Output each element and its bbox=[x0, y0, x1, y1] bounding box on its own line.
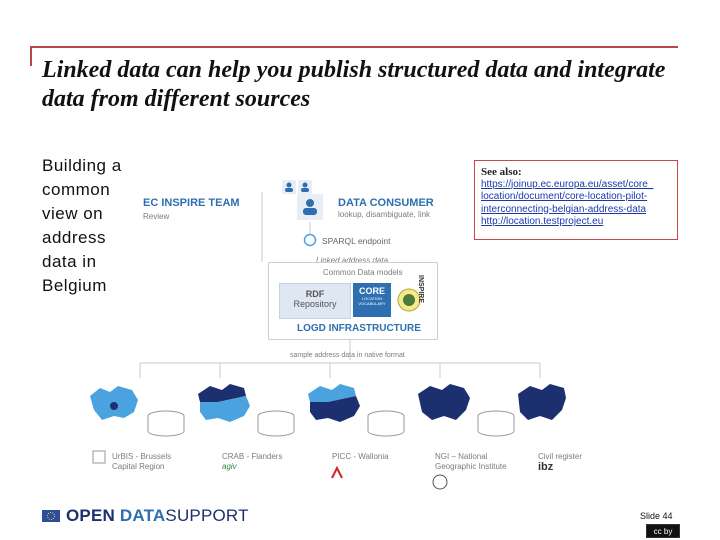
repository-label: Repository bbox=[293, 299, 337, 309]
logd-infrastructure-box: Common Data models RDF Repository CORE L… bbox=[268, 262, 438, 340]
core-vocabulary-label: VOCABULARY bbox=[358, 301, 386, 306]
slide-title: Linked data can help you publish structu… bbox=[42, 57, 666, 112]
brand-support: SUPPORT bbox=[165, 506, 249, 525]
region-label-brussels: UrBIS - Brussels Capital Region bbox=[112, 452, 171, 472]
sample-format-label: sample address data in native format bbox=[290, 352, 405, 359]
sparql-endpoint-label: SPARQL endpoint bbox=[322, 236, 391, 246]
linked-address-data-label: Linked address data bbox=[316, 256, 389, 265]
region-label-wallonia: PICC - Wallonia bbox=[332, 452, 389, 462]
see-also-link-3[interactable]: interconnecting-belgian-address-data bbox=[481, 203, 647, 215]
see-also-box: See also: https://joinup.ec.europa.eu/as… bbox=[474, 160, 678, 240]
region-flanders-line2: agiv bbox=[222, 462, 237, 471]
region-brussels-line1: UrBIS - Brussels bbox=[112, 452, 172, 461]
inspire-vertical-label: INSPIRE bbox=[417, 275, 424, 304]
core-location-label: LOCATION bbox=[361, 296, 383, 301]
see-also-link-2[interactable]: location/document/core-location-pilot- bbox=[481, 191, 648, 202]
see-also-heading: See also: bbox=[481, 166, 522, 178]
sparql-endpoint-icon bbox=[303, 233, 317, 247]
region-label-civil-register: Civil register ibz bbox=[538, 452, 583, 473]
eu-flag-icon bbox=[42, 510, 60, 522]
region-label-flanders: CRAB - Flanders agiv bbox=[222, 452, 282, 472]
brand-data: DATA bbox=[119, 506, 166, 525]
region-civil-line2: ibz bbox=[538, 461, 554, 473]
brand-open: OPEN bbox=[66, 506, 120, 525]
region-brussels-line2: Capital Region bbox=[112, 462, 165, 471]
region-wallonia-line1: PICC - Wallonia bbox=[332, 452, 389, 461]
logd-infrastructure-label: LOGD INFRASTRUCTURE bbox=[297, 323, 421, 334]
brussels-logo-icon bbox=[92, 450, 106, 464]
region-civil-line1: Civil register bbox=[538, 452, 583, 461]
lookup-label: lookup, disambiguate, link bbox=[338, 210, 431, 219]
ngi-logo-icon bbox=[432, 474, 448, 490]
title-frame-left bbox=[30, 46, 32, 66]
slide-number: Slide 44 bbox=[640, 511, 673, 521]
consumer-icon bbox=[297, 194, 323, 220]
user-icon bbox=[282, 180, 312, 194]
side-text: Building a common view on address data i… bbox=[42, 156, 122, 295]
region-flanders-line1: CRAB - Flanders bbox=[222, 452, 283, 461]
see-also-link-4[interactable]: http://location.testproject.eu bbox=[481, 216, 604, 227]
core-label: CORE bbox=[358, 286, 385, 296]
see-also-link-1[interactable]: https://joinup.ec.europa.eu/asset/core_ bbox=[481, 178, 654, 190]
rdf-label: RDF bbox=[305, 289, 325, 299]
region-ngi-line1: NGI – National bbox=[435, 452, 488, 461]
region-ngi-line2: Geographic Institute bbox=[435, 462, 507, 471]
title-frame-top bbox=[30, 46, 678, 48]
wallonia-logo-icon bbox=[331, 466, 343, 479]
rdf-repository-box: RDF Repository bbox=[279, 283, 351, 319]
review-label: Review bbox=[143, 212, 170, 221]
data-consumer-label: DATA CONSUMER bbox=[338, 197, 434, 209]
common-data-models-label: Common Data models bbox=[323, 268, 403, 277]
region-maps bbox=[90, 384, 566, 437]
inspire-stars-logo bbox=[397, 288, 421, 312]
ec-inspire-team-label: EC INSPIRE TEAM bbox=[143, 197, 240, 209]
core-location-logo: CORE LOCATION VOCABULARY bbox=[353, 283, 391, 317]
open-data-support-logo: OPEN DATASUPPORT bbox=[66, 506, 249, 526]
region-label-ngi: NGI – National Geographic Institute bbox=[435, 452, 507, 472]
cc-license-badge[interactable]: cc by bbox=[646, 524, 680, 538]
